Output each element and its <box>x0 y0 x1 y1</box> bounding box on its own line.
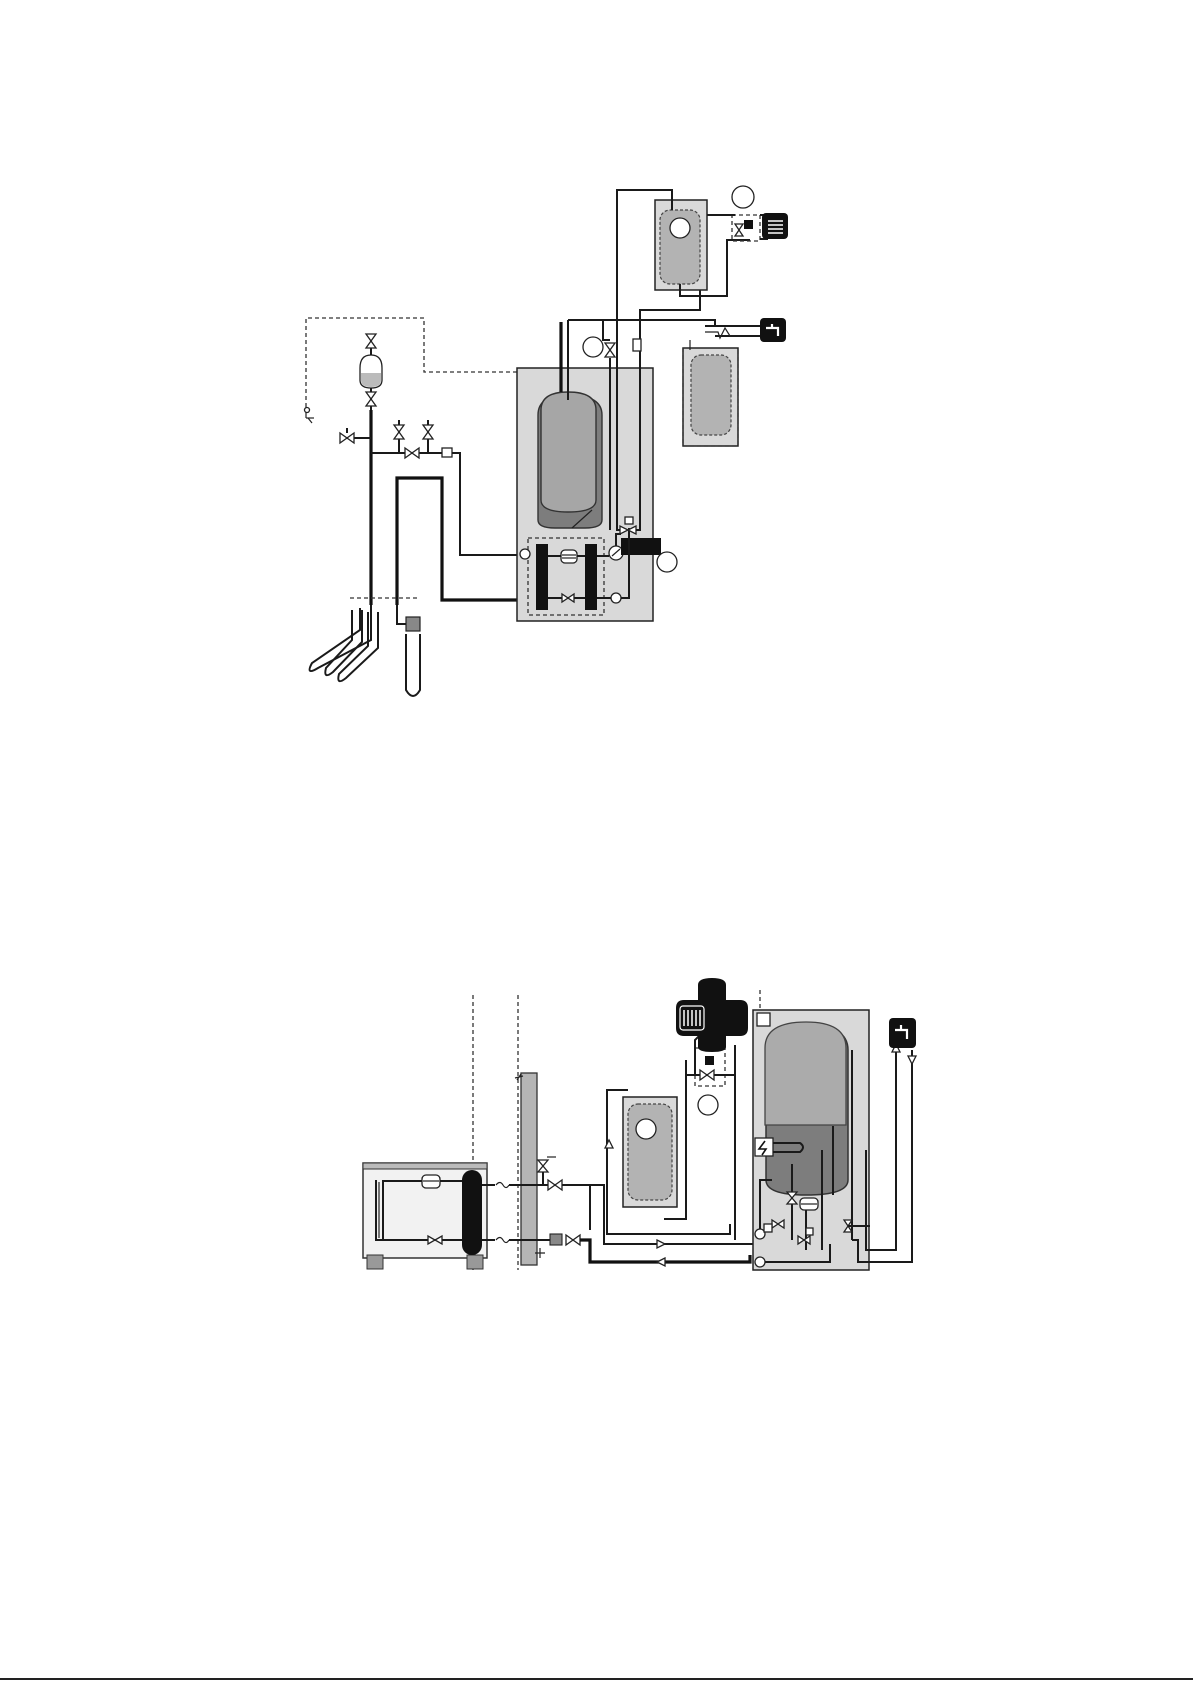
callout-circle-3 <box>657 552 677 572</box>
radiator-icon-2 <box>676 978 748 1052</box>
external-water-heater <box>691 355 731 435</box>
tap-icon-2 <box>889 1018 916 1048</box>
buffer-tank-2 <box>628 1104 672 1200</box>
heating-module-2 <box>695 1048 725 1086</box>
expansion-vessel <box>360 334 382 410</box>
buffer-tank-panel-2 <box>623 1097 677 1207</box>
tap-icon <box>760 318 786 342</box>
internal-valves <box>755 1150 870 1267</box>
buffer-tank-port-2 <box>636 1119 656 1139</box>
callout-circle-1 <box>732 186 754 208</box>
callout-circle-2 <box>583 337 603 357</box>
buffer-tank-port <box>670 218 690 238</box>
sensor-cable <box>306 318 517 403</box>
mixing-valve-actuator <box>744 220 753 229</box>
vertical-borehole <box>397 605 420 696</box>
outdoor-heat-exchanger <box>462 1170 482 1255</box>
outdoor-compressor <box>422 1175 440 1188</box>
dhw-tank-2 <box>765 1022 852 1240</box>
expansion-vessel-2 <box>800 1198 818 1210</box>
immersion-heater <box>621 538 661 555</box>
ground-source-diagram <box>0 0 1193 720</box>
outdoor-unit <box>363 1163 487 1269</box>
condenser <box>585 544 597 610</box>
radiator-icon <box>762 213 788 239</box>
return-pipe-from-unit <box>590 1185 766 1244</box>
evaporator <box>536 544 548 610</box>
indoor-unit <box>753 1010 869 1270</box>
ground-loop-collector <box>310 605 378 681</box>
callout-circle-4 <box>698 1095 718 1115</box>
cold-water-in-pipe <box>852 1050 912 1262</box>
mixing-valve-actuator-2 <box>705 1056 714 1065</box>
external-wall-bracket <box>521 1073 537 1265</box>
dhw-filter <box>633 339 641 351</box>
brine-in-pipe <box>452 453 522 555</box>
page-footer-rule <box>0 1678 1193 1680</box>
particle-filter <box>550 1234 562 1245</box>
indoor-unit-display <box>757 1013 770 1026</box>
dhw-out-pipe <box>866 1050 896 1250</box>
outdoor-sensor-symbol <box>305 403 315 423</box>
electric-heater-icon <box>755 1138 803 1156</box>
flow-pipe-to-unit <box>580 1240 750 1262</box>
